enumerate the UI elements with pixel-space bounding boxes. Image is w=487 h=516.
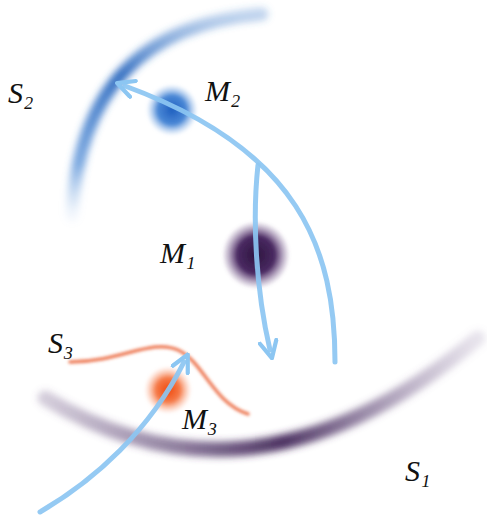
mass-label: M₁ xyxy=(160,238,195,268)
motion-arrows xyxy=(40,86,335,512)
stream-s1 xyxy=(45,338,478,449)
mass-m2 xyxy=(146,84,198,136)
motion-arrow xyxy=(255,165,270,350)
motion-arrow xyxy=(125,86,335,362)
mass-label: M₂ xyxy=(205,76,240,106)
stream-label: S₂ xyxy=(8,78,33,108)
stream-label: S₁ xyxy=(405,456,430,486)
stream-s2 xyxy=(72,14,262,215)
stream-label: S₃ xyxy=(48,328,73,358)
motion-arrow xyxy=(40,362,184,512)
mass-label: M₃ xyxy=(182,404,217,434)
